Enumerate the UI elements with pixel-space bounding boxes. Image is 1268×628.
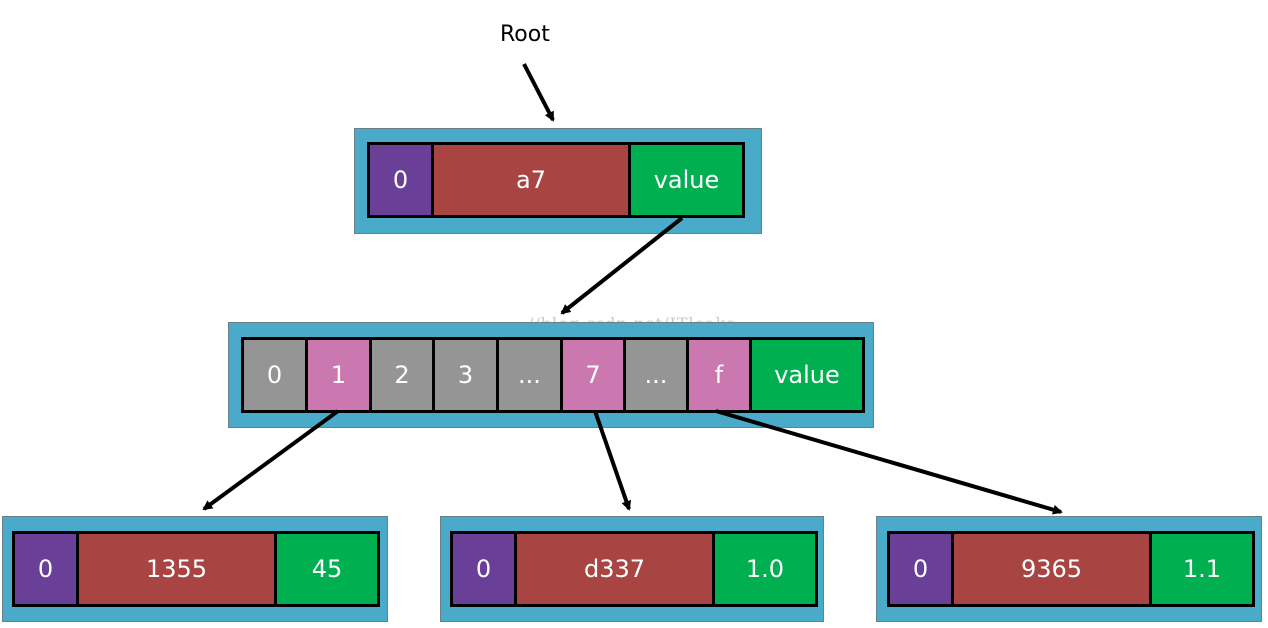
- branch-slot-ellipsis-1: ...: [499, 340, 563, 410]
- branch-value-cell: value: [752, 340, 862, 410]
- branch-slot-ellipsis-2: ...: [626, 340, 689, 410]
- branch-slot-0: 0: [244, 340, 308, 410]
- leaf-key-cell: 1355: [79, 534, 277, 604]
- leaf-node-2: 0 d337 1.0: [440, 516, 824, 622]
- branch-slot-1: 1: [308, 340, 372, 410]
- leaf-key-cell: d337: [517, 534, 715, 604]
- root-label: Root: [500, 22, 550, 47]
- leaf-node-1: 0 1355 45: [2, 516, 388, 622]
- leaf-prefix-cell: 0: [15, 534, 79, 604]
- branch-node: 0 1 2 3 ... 7 ... f value: [228, 322, 874, 428]
- branch-node-row: 0 1 2 3 ... 7 ... f value: [241, 337, 865, 413]
- branch-slot-3: 3: [435, 340, 499, 410]
- extension-prefix-cell: 0: [370, 145, 434, 215]
- extension-value-cell: value: [631, 145, 742, 215]
- extension-key-cell: a7: [434, 145, 631, 215]
- leaf-node-row: 0 d337 1.0: [450, 531, 818, 607]
- leaf-prefix-cell: 0: [890, 534, 954, 604]
- extension-node-row: 0 a7 value: [367, 142, 745, 218]
- leaf-node-3: 0 9365 1.1: [876, 516, 1262, 622]
- leaf-value-cell: 45: [277, 534, 377, 604]
- leaf-node-row: 0 9365 1.1: [887, 531, 1255, 607]
- leaf-key-cell: 9365: [954, 534, 1152, 604]
- extension-to-branch-arrow: [560, 216, 684, 315]
- slot-f-arrow: [715, 409, 1063, 515]
- root-arrow: [522, 63, 555, 122]
- slot-7-arrow: [593, 410, 632, 511]
- branch-slot-7: 7: [563, 340, 626, 410]
- branch-slot-f: f: [689, 340, 752, 410]
- extension-node: 0 a7 value: [354, 128, 762, 234]
- leaf-prefix-cell: 0: [453, 534, 517, 604]
- leaf-node-row: 0 1355 45: [12, 531, 380, 607]
- leaf-value-cell: 1.1: [1152, 534, 1252, 604]
- slot-1-arrow: [202, 409, 340, 511]
- leaf-value-cell: 1.0: [715, 534, 815, 604]
- branch-slot-2: 2: [372, 340, 435, 410]
